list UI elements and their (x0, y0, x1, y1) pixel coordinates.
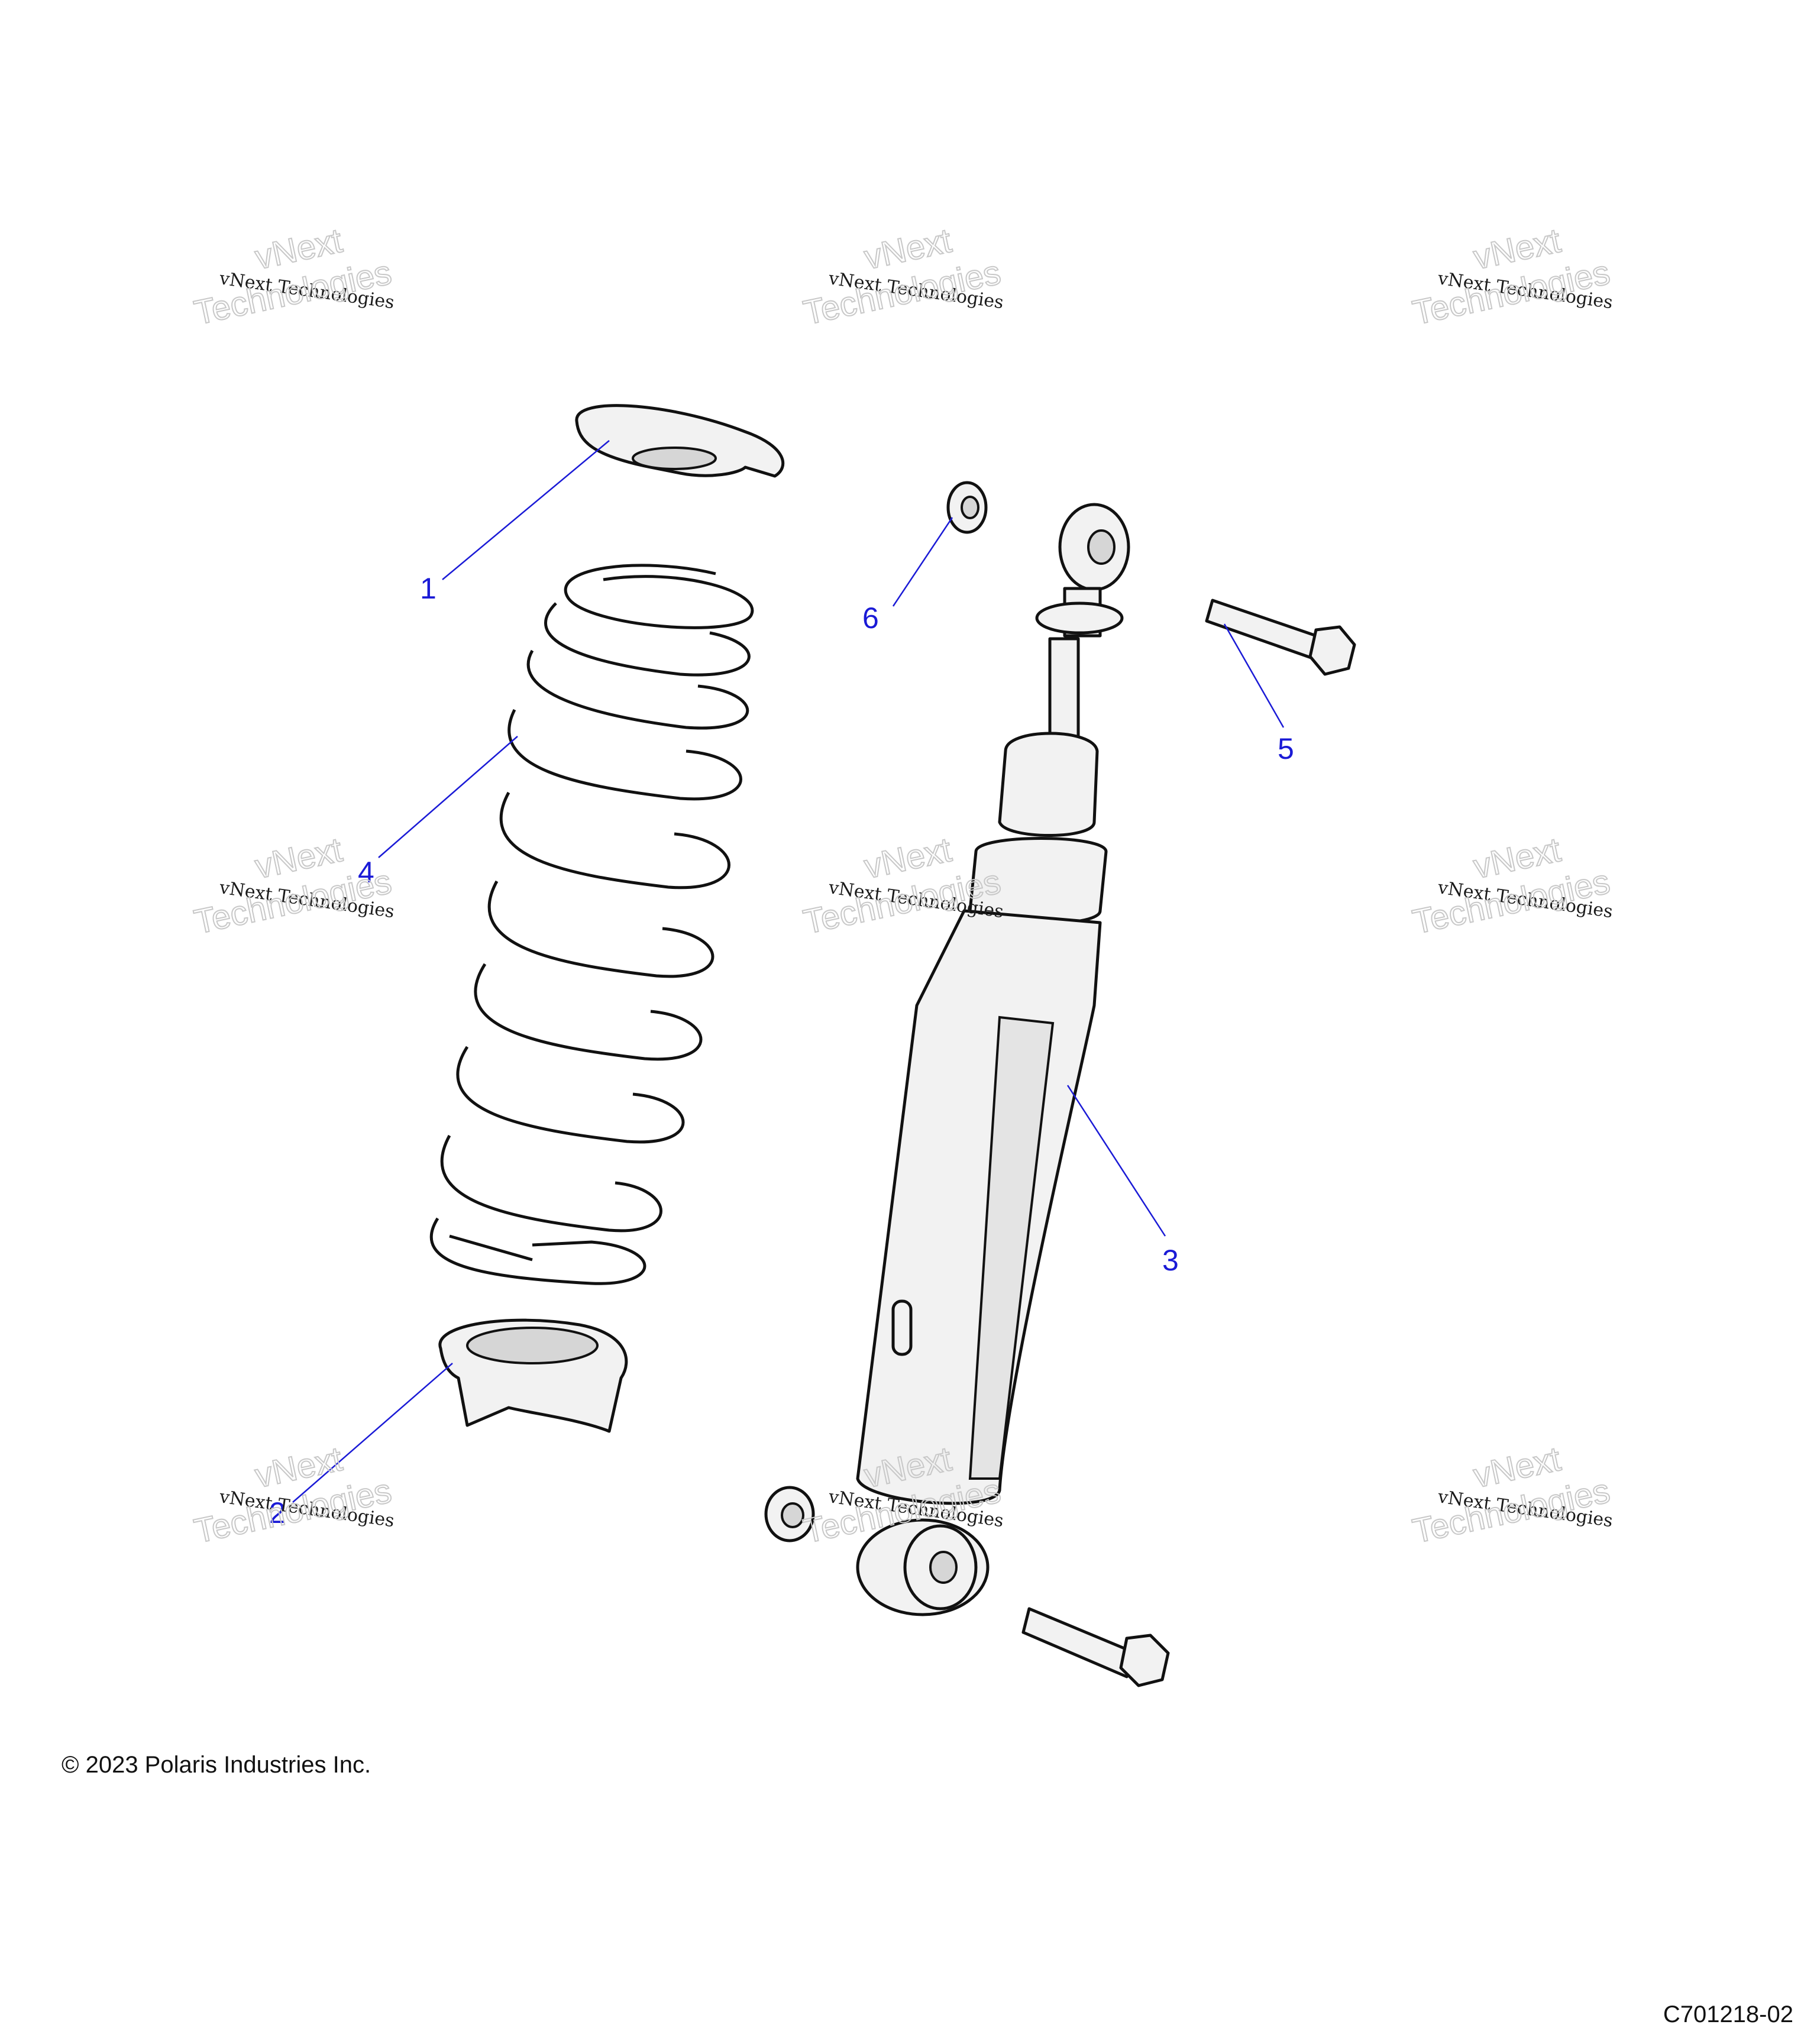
part-1-spring-retainer (575, 404, 785, 478)
copyright-notice: © 2023 Polaris Industries Inc. (62, 1752, 371, 1778)
leader-lines (292, 440, 1285, 1503)
watermark: vNext Technologies vNext Technologies (800, 221, 1005, 333)
part-5-bolt (1205, 599, 1356, 676)
callout-6: 6 (862, 601, 879, 635)
watermark: vNext Technologies vNext Technologies (1409, 830, 1614, 942)
callout-5: 5 (1278, 732, 1294, 765)
watermark: vNext Technologies vNext Technologies (190, 830, 396, 942)
lower-bolt (1021, 1607, 1170, 1687)
part-2-lower-spring-seat (438, 1318, 628, 1433)
lower-bushing (764, 1486, 815, 1542)
callout-3: 3 (1162, 1244, 1179, 1277)
watermark: vNext Technologies vNext Technologies (190, 221, 396, 333)
callout-2: 2 (269, 1496, 286, 1529)
callout-1: 1 (420, 572, 437, 605)
drawing-id: C701218-02 (1663, 2001, 1793, 2027)
watermark: vNext Technologies vNext Technologies (1409, 221, 1614, 333)
callout-4: 4 (358, 856, 374, 889)
watermark: vNext Technologies vNext Technologies (1409, 1439, 1614, 1551)
part-6-bushing (946, 481, 988, 534)
watermark: vNext Technologies vNext Technologies (190, 1439, 396, 1551)
part-3-shock-absorber (856, 503, 1130, 1616)
part-4-coil-spring (429, 564, 754, 1285)
